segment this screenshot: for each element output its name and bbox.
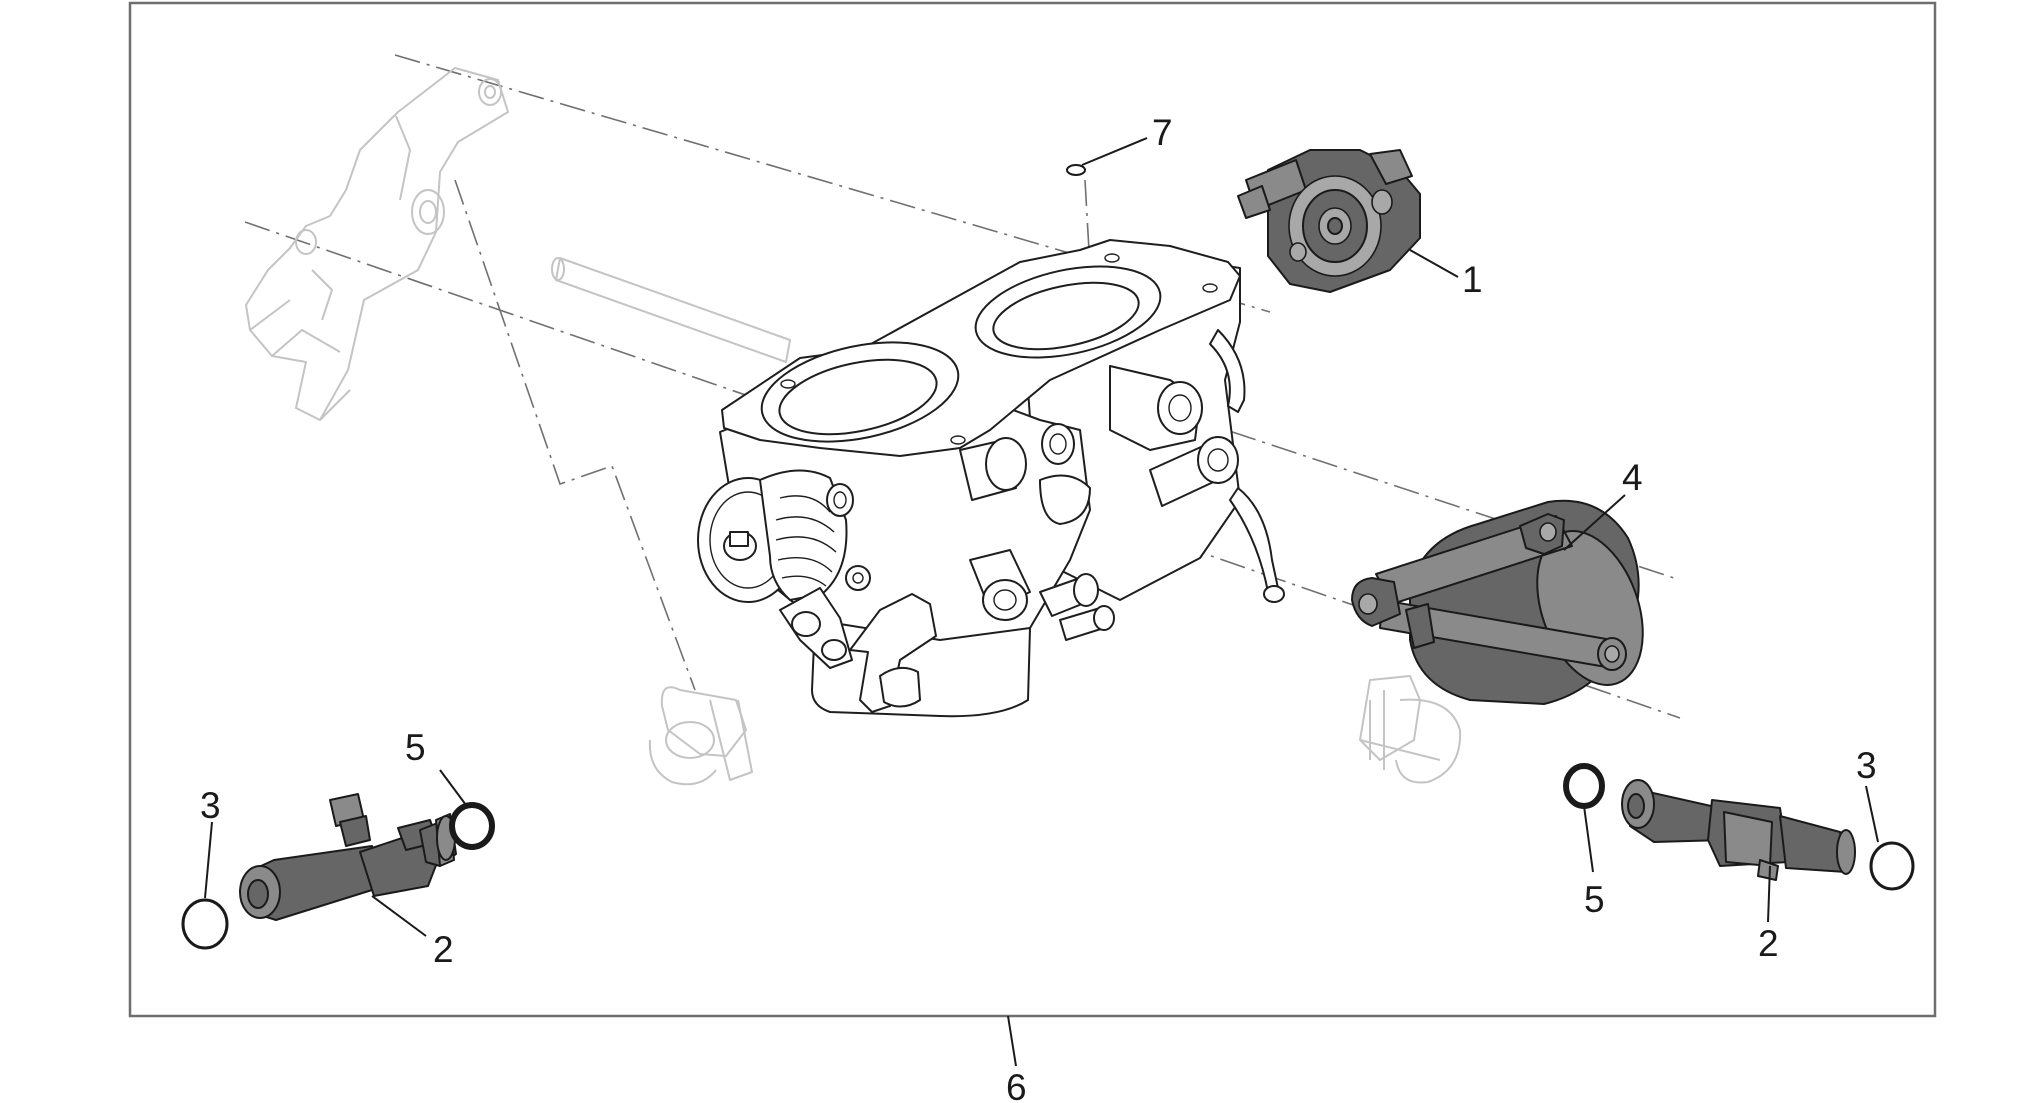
throttle-position-sensor	[1237, 149, 1421, 293]
assembly-frame	[128, 1, 1937, 1018]
callout-4: 4	[1622, 457, 1643, 498]
callout-3-left: 3	[200, 785, 221, 826]
fuel-injector-left	[239, 793, 457, 921]
o-ring-7	[1066, 164, 1086, 176]
callout-5-right: 5	[1584, 879, 1605, 920]
o-ring-3-left	[181, 898, 229, 950]
fuel-injector-right	[1621, 779, 1856, 881]
callout-7: 7	[1152, 112, 1173, 153]
o-ring-5-right	[1563, 763, 1605, 809]
o-rings	[181, 164, 1915, 950]
callout-2-left: 2	[433, 929, 454, 970]
throttle-body	[697, 239, 1285, 718]
ghost-clip-left	[648, 686, 753, 786]
callout-6: 6	[1006, 1067, 1027, 1103]
idle-control-valve	[1351, 499, 1644, 705]
ghost-intake-manifold	[245, 67, 509, 421]
ghost-rod	[551, 257, 791, 363]
callout-labels: 1 7 4 3 5 2 5 2 3 6	[200, 112, 1877, 1103]
callout-3-right: 3	[1856, 745, 1877, 786]
o-ring-5-left	[449, 802, 495, 850]
callout-2-right: 2	[1758, 923, 1779, 964]
leader-lines	[204, 137, 1879, 1067]
callout-1: 1	[1462, 259, 1483, 300]
o-ring-3-right	[1869, 841, 1915, 891]
callout-5-left: 5	[405, 727, 426, 768]
ghost-clip-right	[1359, 675, 1462, 784]
